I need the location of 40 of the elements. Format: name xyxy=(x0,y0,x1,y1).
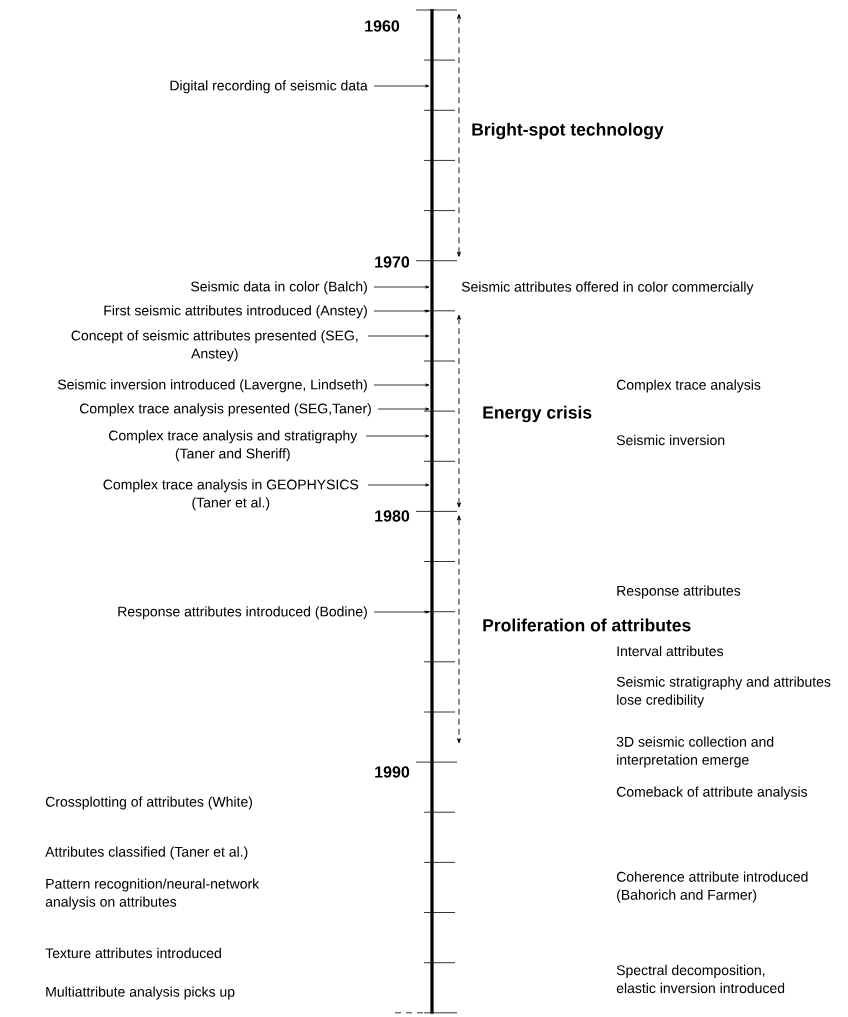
event-text: Crossplotting of attributes (White) xyxy=(45,796,253,810)
event-text: Multiattribute analysis picks up xyxy=(46,986,235,1000)
event-text: Comeback of attribute analysis xyxy=(616,786,808,800)
event-text: Coherence attribute introduced (Bahorich and Farmer) xyxy=(616,871,808,903)
event-text: Complex trace analysis in GEOPHYSICS (Taner et al.) xyxy=(103,479,359,511)
event-text: First seismic attributes introduced (Anstey) xyxy=(104,305,367,319)
event-text: Attributes classified (Taner et al.) xyxy=(45,846,248,860)
event-text: Complex trace analysis xyxy=(616,379,761,393)
event-text: Response attributes xyxy=(617,585,741,599)
event-text: Response attributes introduced (Bodine) xyxy=(118,606,367,620)
event-text: Seismic data in color (Balch) xyxy=(191,281,367,295)
period-label: Bright-spot technology xyxy=(472,122,664,140)
event-text: 3D seismic collection and interpretation emerge xyxy=(616,736,774,768)
event-text: Complex trace analysis presented (SEG,Taner) xyxy=(79,403,371,417)
event-text: Spectral decomposition, elastic inversion introduced xyxy=(616,964,785,994)
arrow xyxy=(367,483,430,487)
event-text: Seismic attributes offered in color commercially xyxy=(461,281,754,295)
event-text: Seismic inversion xyxy=(616,434,725,446)
arrow xyxy=(373,309,430,313)
event-text: Pattern recognition/neural-network analysis on attributes xyxy=(45,878,260,910)
event-text: Texture attributes introduced xyxy=(45,947,221,959)
event-text: Concept of seismic attributes presented (SEG, Anstey) xyxy=(71,330,358,362)
year-label: 1970 xyxy=(375,256,410,268)
event-text: Complex trace analysis and stratigraphy (Taner and Sheriff) xyxy=(109,430,358,462)
year-label: 1980 xyxy=(375,510,410,522)
arrow xyxy=(373,383,430,387)
period-label: Proliferation of attributes xyxy=(483,618,691,632)
arrow xyxy=(365,434,430,438)
event-text: Seismic inversion introduced (Lavergne, Lindseth) xyxy=(57,379,367,393)
year-label: 1990 xyxy=(375,766,410,778)
arrow xyxy=(377,407,430,411)
event-text: Seismic stratigraphy and attributes lose credibility xyxy=(616,676,831,708)
arrow xyxy=(373,84,430,88)
period-label: Energy crisis xyxy=(483,405,592,423)
year-label: 1960 xyxy=(365,20,400,32)
arrow xyxy=(373,610,430,614)
event-text: Interval attributes xyxy=(617,645,724,657)
arrow xyxy=(373,285,430,289)
arrow xyxy=(367,334,430,338)
event-text: Digital recording of seismic data xyxy=(170,80,368,94)
